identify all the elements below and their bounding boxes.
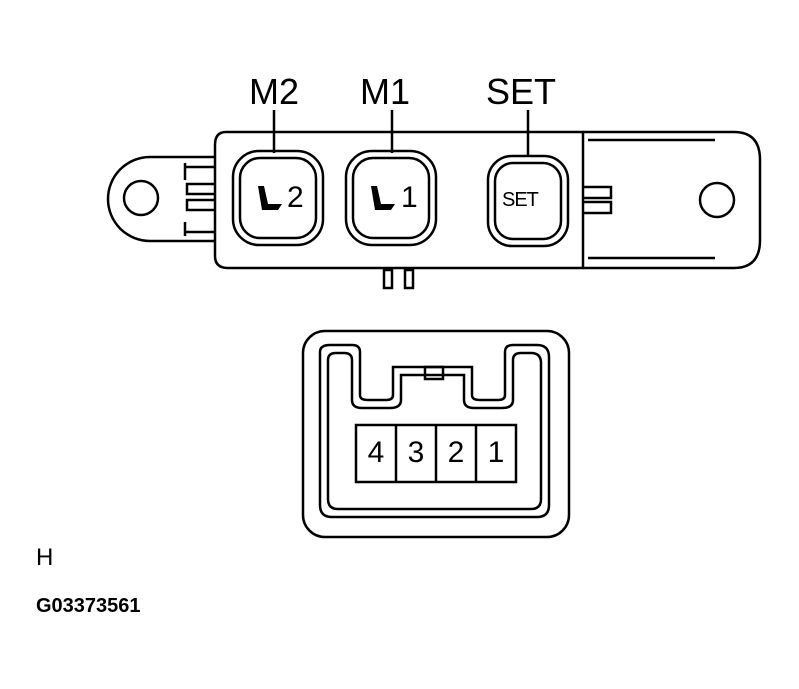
bottom-terminals bbox=[382, 268, 415, 290]
m1-button-outline bbox=[344, 149, 438, 247]
set-button-outline bbox=[486, 154, 570, 248]
set-callout-label: SET bbox=[486, 71, 557, 112]
set-button-text: SET bbox=[502, 189, 539, 211]
pin-4-label: 4 bbox=[367, 436, 385, 469]
right-mount-hole-icon bbox=[698, 181, 736, 219]
connector-housing bbox=[301, 329, 571, 539]
pin-3-label: 3 bbox=[407, 436, 425, 469]
pin-2-label: 2 bbox=[447, 436, 465, 469]
left-mount-hole-icon bbox=[122, 179, 160, 217]
m1-callout-label: M1 bbox=[360, 71, 411, 112]
figure-id: G03373561 bbox=[36, 595, 141, 617]
switch-body bbox=[213, 130, 585, 270]
connector-lock-tab bbox=[423, 365, 445, 381]
right-mounting-tab bbox=[583, 130, 762, 270]
pin-1-label: 1 bbox=[487, 436, 505, 469]
m2-callout-label: M2 bbox=[249, 71, 300, 112]
view-label: H bbox=[36, 544, 54, 571]
seat-icon bbox=[371, 186, 395, 210]
m2-button-number: 2 bbox=[287, 181, 304, 214]
m1-button-number: 1 bbox=[401, 181, 418, 214]
left-mounting-tab bbox=[106, 155, 215, 243]
m2-button-outline bbox=[231, 149, 325, 247]
seat-icon bbox=[258, 186, 282, 210]
